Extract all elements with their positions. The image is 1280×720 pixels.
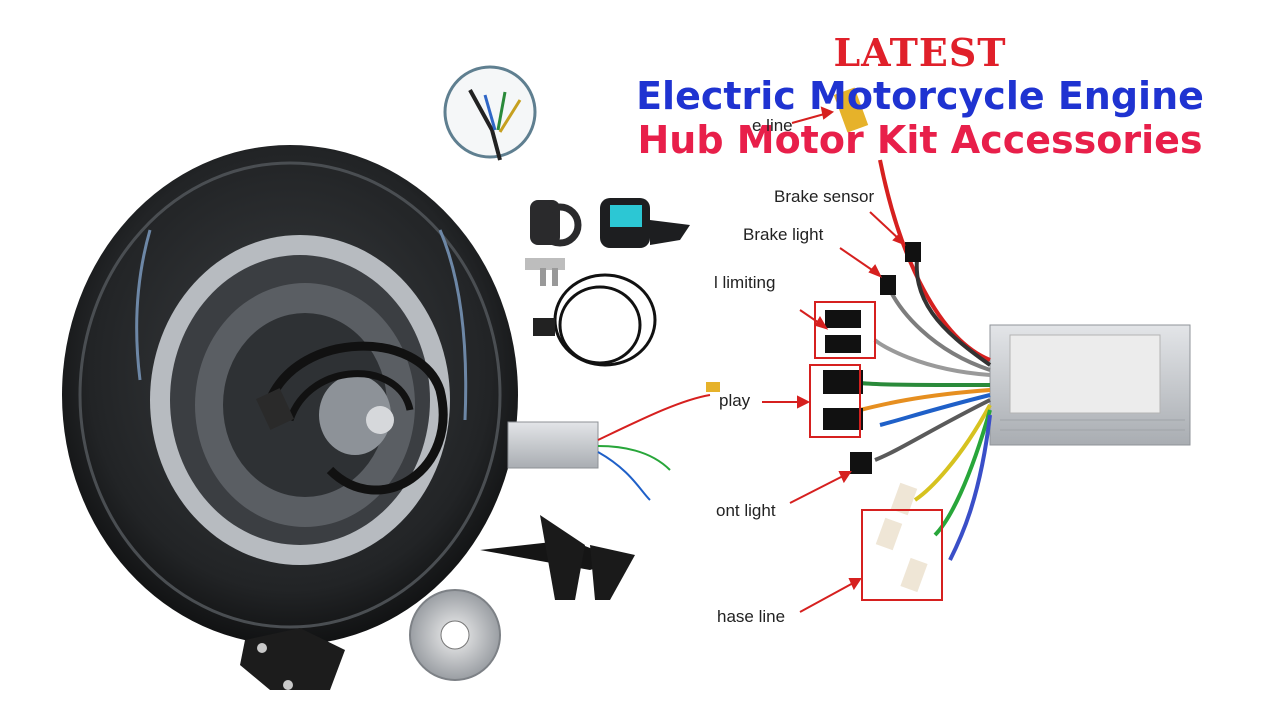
label-front-light: ont light — [716, 501, 776, 520]
label-limiting: l limiting — [714, 273, 776, 292]
label-display: play — [719, 391, 751, 410]
throttle-and-display — [525, 198, 690, 286]
headline-line-2: Electric Motorcycle Engine — [636, 74, 1204, 118]
headline-latest: LATEST — [833, 30, 1007, 75]
cable-badge — [443, 65, 537, 161]
main-controller — [989, 324, 1191, 446]
small-controller — [507, 382, 720, 501]
hub-motor-wheel — [62, 145, 518, 645]
coiled-cable — [533, 273, 657, 367]
callout-boxes — [809, 301, 943, 601]
label-brake-light: Brake light — [743, 225, 824, 244]
wiring-bundle — [859, 159, 992, 561]
brake-disc — [409, 589, 501, 681]
callout-arrows — [762, 106, 906, 613]
headline-line-3: Hub Motor Kit Accessories — [637, 118, 1203, 162]
connectors — [823, 87, 928, 593]
label-brake-sensor: Brake sensor — [774, 187, 875, 206]
brake-caliper — [240, 628, 345, 690]
label-phase-line: hase line — [717, 607, 786, 626]
brake-levers — [480, 515, 635, 600]
label-top-partial: e line — [752, 116, 793, 135]
